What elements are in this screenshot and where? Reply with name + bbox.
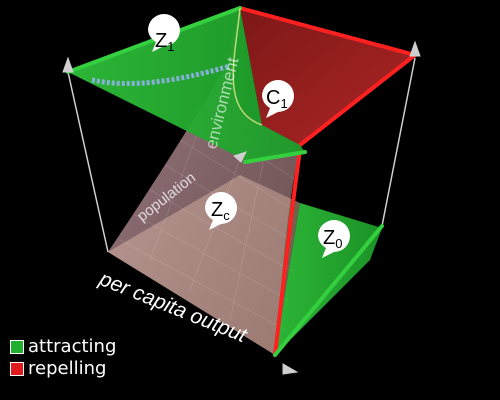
legend-item-repelling: repelling (10, 358, 116, 380)
axis-arrows (62, 40, 421, 375)
svg-text:C1: C1 (266, 87, 288, 111)
surface-zc (108, 8, 300, 355)
legend: attracting repelling (10, 336, 116, 380)
repelling-edges (238, 6, 417, 357)
label-z1: Z1 (148, 14, 180, 54)
legend-swatch-repelling (10, 362, 24, 376)
label-zc: Zc (205, 192, 237, 230)
legend-swatch-attracting (10, 340, 24, 354)
svg-text:Z1: Z1 (155, 30, 174, 54)
label-z0: Z0 (318, 220, 350, 258)
arrow-population (233, 151, 247, 163)
svg-text:Zc: Zc (211, 199, 230, 223)
label-c1: C1 (262, 80, 294, 118)
legend-label-attracting: attracting (28, 336, 117, 357)
arrow-up-left (62, 56, 74, 73)
surface-z0 (275, 203, 382, 355)
arrow-up-right (409, 40, 421, 57)
arrow-output (282, 363, 299, 375)
legend-label-repelling: repelling (28, 358, 107, 379)
fold-curve (232, 7, 263, 126)
legend-item-attracting: attracting (10, 336, 116, 358)
surface-z1 (68, 8, 305, 160)
svg-text:Z0: Z0 (323, 227, 342, 251)
trajectory-curve (91, 63, 231, 86)
